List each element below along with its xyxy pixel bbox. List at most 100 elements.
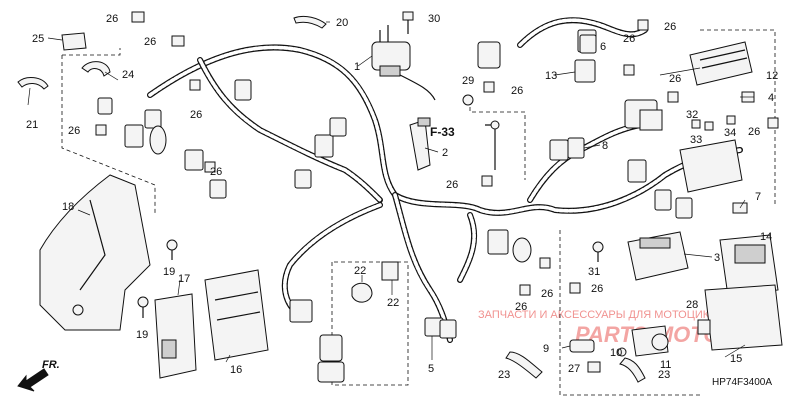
diagram-code: HP74F3400A [712,377,772,388]
callout-24: 24 [122,69,134,81]
callout-1: 1 [354,61,360,73]
part-fuse-holder-9 [569,339,595,353]
part-control-unit-3 [627,231,689,281]
connector-o [317,361,345,383]
callout-15: 15 [730,353,742,365]
callout-5: 5 [428,363,434,375]
parts [17,11,783,383]
callout-29: 29 [462,75,474,87]
connector-j [627,159,647,183]
callout-7: 7 [755,191,761,203]
front-arrow-icon [17,368,49,392]
connector-n [319,334,343,362]
part-band-23-left [505,351,543,379]
part-clip-27 [587,361,601,373]
round-connector [512,237,532,263]
reference-label: F-33 [430,125,455,139]
callout-2: 2 [442,147,448,159]
part-bolt-30 [402,11,414,34]
connector-c [184,149,204,171]
connector-s [234,79,252,101]
connector-q [477,41,501,69]
callout-32: 32 [686,109,698,121]
part-bolt-31 [592,241,604,262]
callout-4: 4 [768,92,774,104]
part-clamp-22-b [381,261,399,281]
connector-b [144,109,162,129]
callout-26-10: 26 [591,283,603,295]
callout-31: 31 [588,266,600,278]
part-connector-8 [567,137,585,159]
callout-20: 20 [336,17,348,29]
callout-23a: 23 [498,369,510,381]
part-relay-block [624,99,743,193]
boundary-left [61,55,156,215]
callout-22a: 22 [354,265,366,277]
callout-10: 10 [610,347,622,359]
part-connector-5 [439,319,457,339]
connector-t [97,97,113,115]
callout-26-13: 26 [669,73,681,85]
part-ground-cable [485,120,500,170]
connector-e [314,134,334,158]
connector-g [294,169,312,189]
front-indicator: FR. [17,359,60,392]
callout-26-6: 26 [511,85,523,97]
group-boundaries [61,29,776,396]
part-battery-case-18 [39,174,151,331]
boundary-center-box [331,261,409,386]
callout-26-14: 26 [748,126,760,138]
callout-26-11: 26 [623,33,635,45]
boundary-right [700,29,776,205]
front-label: FR. [42,359,60,371]
part-bolt-19-b [137,296,149,318]
part-band-20 [293,15,327,29]
callout-13: 13 [545,70,557,82]
part-fuse-box-12 [689,41,753,86]
harness-connectors [97,29,693,383]
part-band-21 [17,77,49,90]
callout-19b: 19 [136,329,148,341]
part-clip-34 [726,115,736,125]
connector-h [487,229,509,255]
part-clamp-22-a [351,282,373,303]
part-bolt-10 [617,347,627,357]
part-band-23-right [619,357,646,383]
connector-i [549,139,569,161]
connector-l [675,197,693,219]
callout-26-2: 26 [144,36,156,48]
connector-f [329,117,347,137]
callout-numbers: 1 2 3 4 5 6 7 8 9 10 11 12 13 14 15 16 1… [26,13,778,381]
watermark-text: ЗАПЧАСТИ И АКСЕССУАРЫ ДЛЯ МОТОЦИКЛОВ [478,309,732,321]
boundary-f33 [469,100,526,180]
connector-a [124,124,144,148]
callout-26-1: 26 [106,13,118,25]
part-connector-6 [579,34,597,54]
part-nut-29 [462,94,474,106]
boundary-bottom-right [559,230,700,396]
callout-3: 3 [714,252,720,264]
callout-26-12: 26 [664,21,676,33]
callout-6: 6 [600,41,606,53]
callout-11: 11 [660,359,671,371]
callout-30: 30 [428,13,440,25]
part-ecm-14 [719,234,779,297]
callout-21: 21 [26,119,38,131]
callout-17: 17 [178,273,190,285]
part-ignition-coil [371,25,436,101]
part-clip-33 [691,119,701,129]
callout-27: 27 [568,363,580,375]
callout-26-8: 26 [515,301,527,313]
callout-23b: 23 [658,369,670,381]
callout-26-4: 26 [190,109,202,121]
leader-lines [27,21,754,363]
callout-16: 16 [230,364,242,376]
callout-14: 14 [760,231,772,243]
callout-8: 8 [602,140,608,152]
callout-18: 18 [62,201,74,213]
callout-9: 9 [543,343,549,355]
part-relay-13 [574,59,596,83]
part-clips-26 [95,11,779,296]
connector-k [654,189,672,211]
